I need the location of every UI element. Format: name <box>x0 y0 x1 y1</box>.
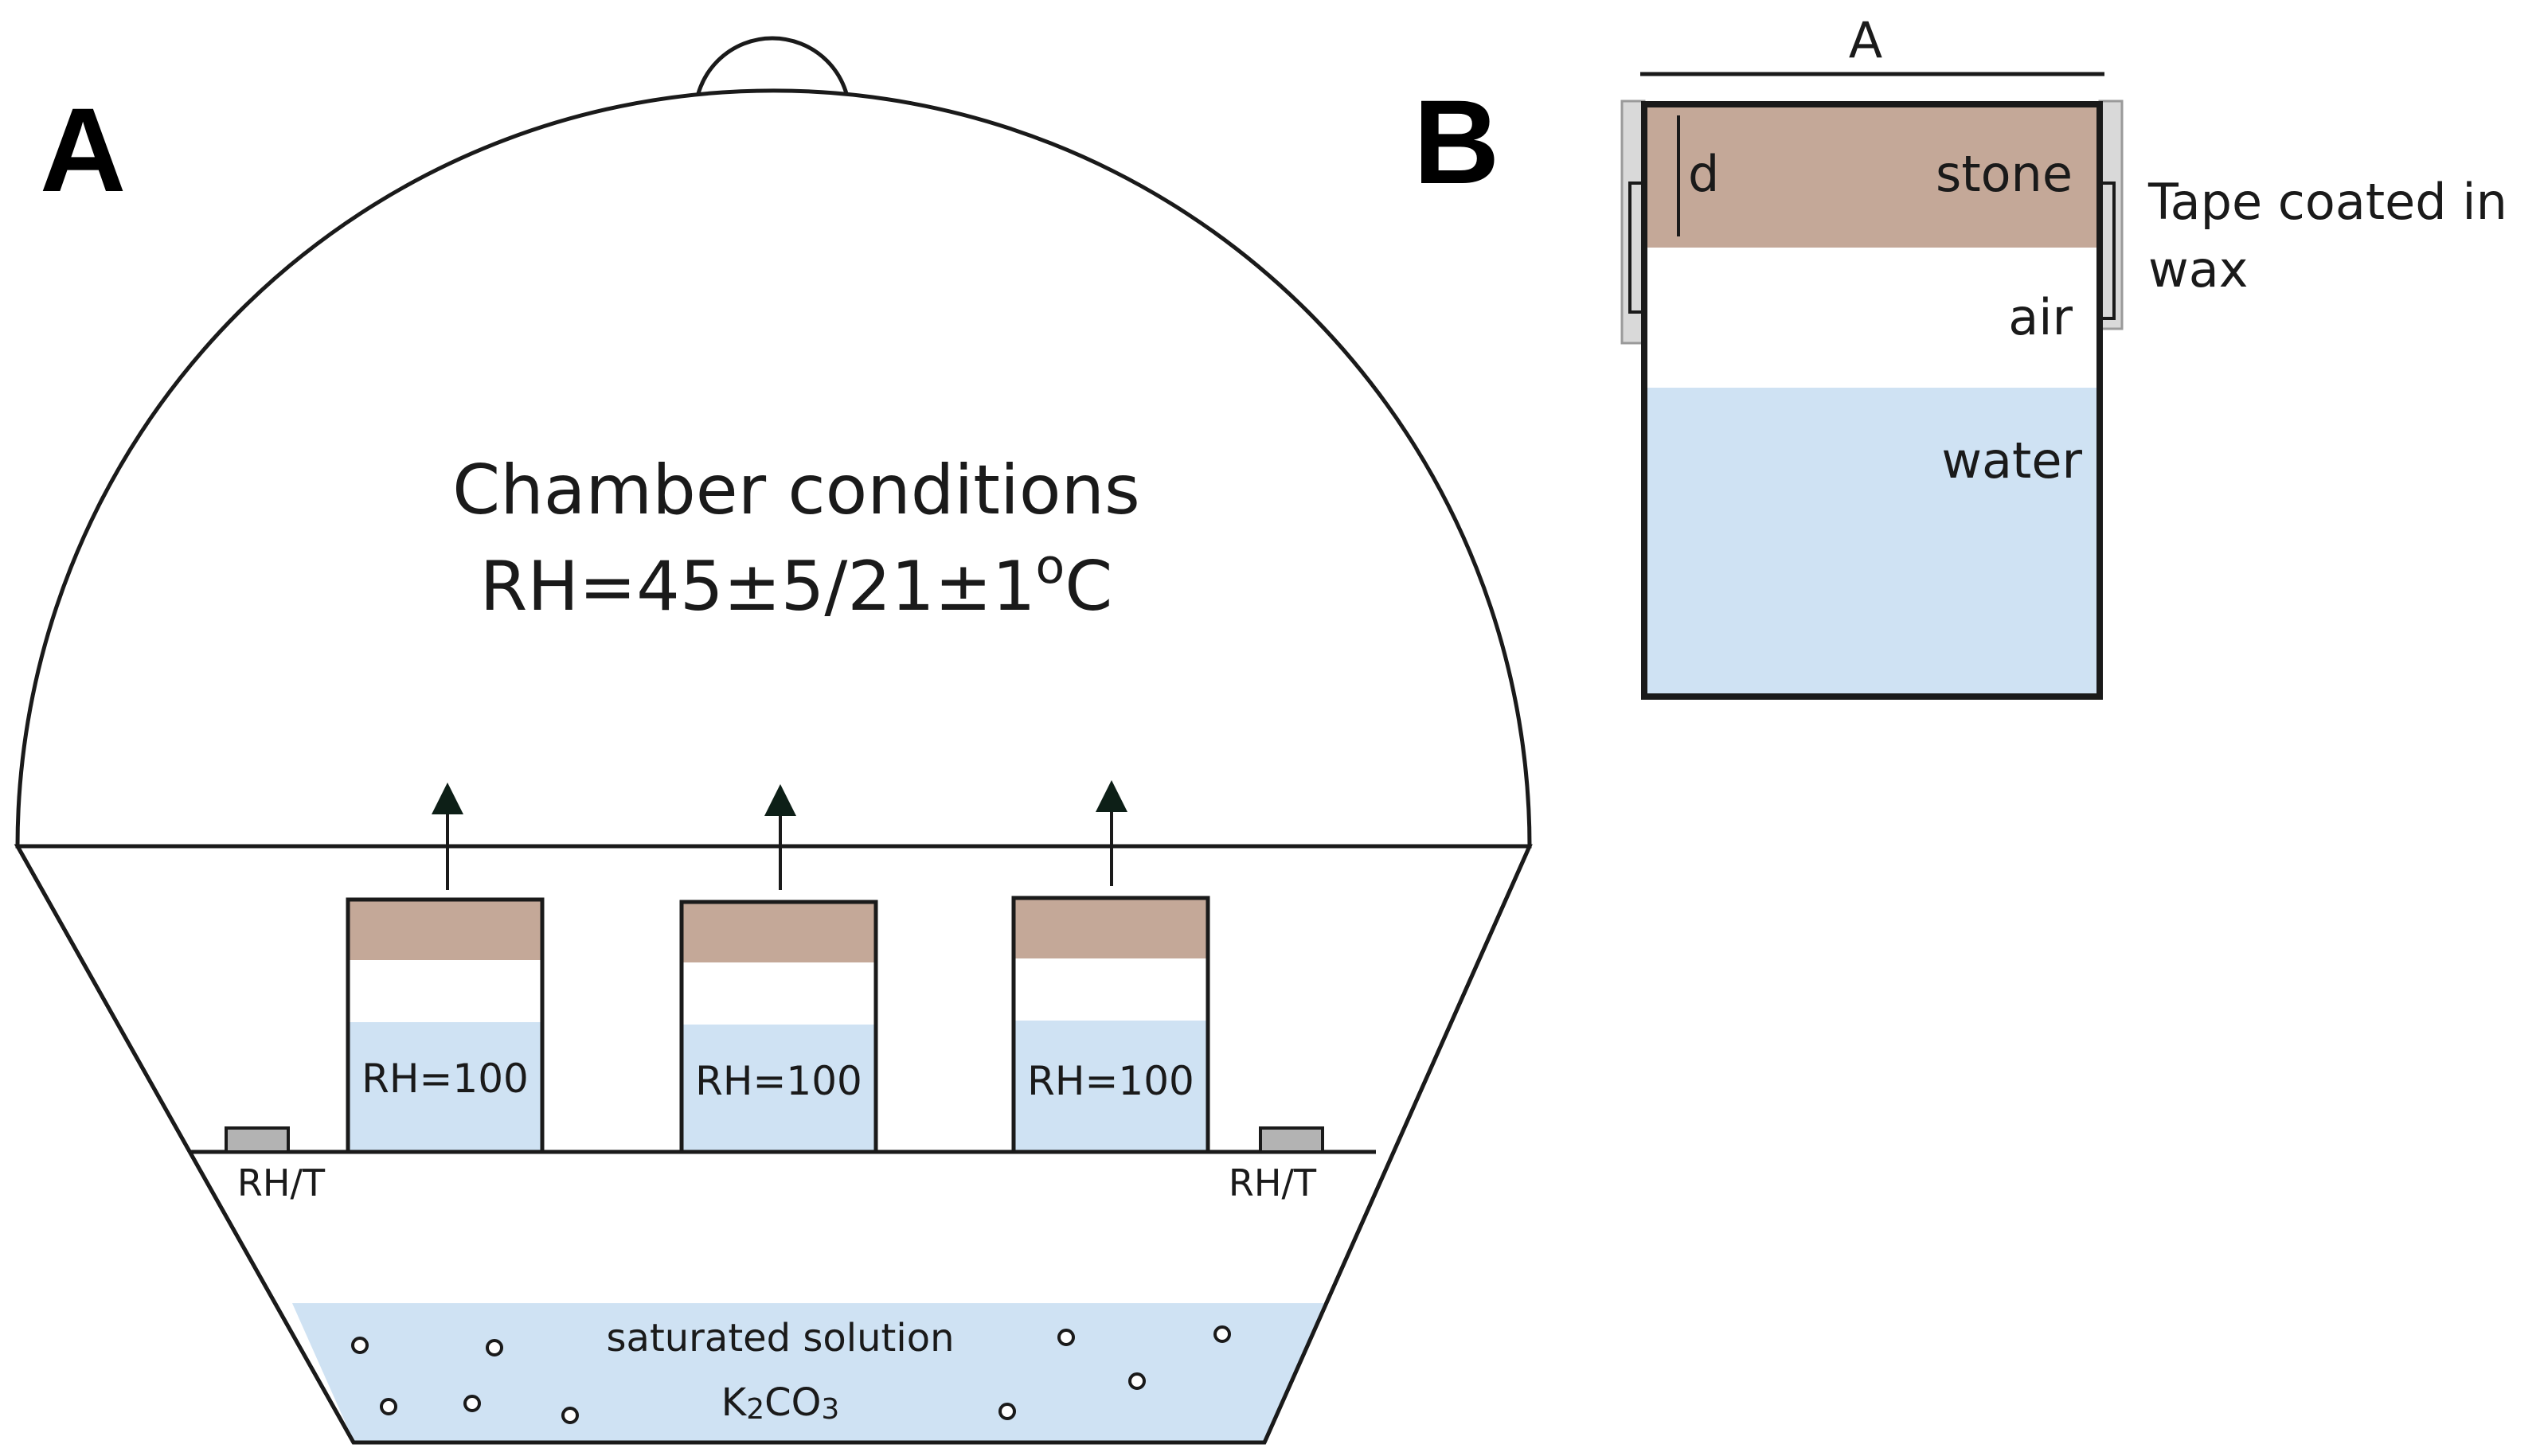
width-label: A <box>1849 11 1882 69</box>
cup-rh-label: RH=100 <box>695 1058 862 1104</box>
base-right-edge <box>1262 845 1532 1444</box>
degree-symbol: o <box>1036 539 1065 595</box>
rh-t-sensor-right <box>1259 1126 1324 1153</box>
container-outline <box>1641 101 2103 700</box>
water-layer <box>1644 388 2100 697</box>
bubble <box>380 1398 397 1415</box>
chamber-dome <box>15 88 1532 849</box>
panel-a: A saturated solution K2CO3 <box>14 36 1533 1445</box>
solution-formula: K2CO3 <box>721 1380 840 1426</box>
cup-water <box>348 1022 542 1152</box>
tape-left <box>1620 100 1646 345</box>
arrow-up-icon <box>764 784 796 816</box>
bubble <box>1057 1329 1075 1346</box>
bubble <box>561 1407 579 1424</box>
solution-bubbles <box>351 1325 1231 1424</box>
cup-outline <box>679 900 878 1154</box>
water-label: water <box>1941 431 2082 490</box>
chamber-conditions: RH=45±5/21±1oC <box>480 539 1113 627</box>
panel-a-label: A <box>40 83 126 217</box>
tape-right <box>2098 100 2124 330</box>
cup-1: RH=100 <box>346 897 545 1154</box>
tape-label-line-2: wax <box>2148 240 2248 299</box>
cup-stone <box>1014 898 1208 958</box>
bubble <box>463 1395 481 1412</box>
arrow-up-icon <box>1096 780 1127 812</box>
cup-2: RH=100 <box>679 900 878 1154</box>
bubble <box>1213 1325 1231 1343</box>
arrow-up-icon <box>432 783 463 814</box>
cup-rh-label: RH=100 <box>361 1056 529 1102</box>
bubble <box>351 1337 369 1354</box>
air-label: air <box>2008 288 2073 346</box>
bubble <box>998 1403 1016 1420</box>
cup-water <box>1014 1021 1208 1152</box>
cup-outline <box>346 897 545 1154</box>
sensor-label-right: RH/T <box>1229 1161 1317 1204</box>
bubble <box>1128 1372 1146 1390</box>
evaporation-arrows <box>432 780 1127 890</box>
cup-stone <box>348 900 542 960</box>
stone-layer <box>1644 104 2100 248</box>
chamber-title: Chamber conditions <box>452 451 1140 530</box>
base-left-edge <box>15 845 356 1444</box>
cup-3: RH=100 <box>1011 896 1210 1154</box>
chamber-rh-value: RH=45±5/21±1 <box>480 547 1036 627</box>
tape-label-line-1: Tape coated in <box>2147 173 2507 231</box>
air-layer <box>1644 248 2100 388</box>
cup-outline <box>1011 896 1210 1154</box>
cup-water <box>682 1025 876 1152</box>
cup-rh-label: RH=100 <box>1027 1058 1194 1104</box>
sensor-label-left: RH/T <box>237 1161 326 1204</box>
stone-label: stone <box>1936 145 2073 203</box>
rh-t-sensor-left <box>225 1126 290 1153</box>
formula-k: K <box>721 1380 748 1425</box>
panel-b-label: B <box>1413 75 1499 209</box>
cup-stone <box>682 902 876 962</box>
formula-co: CO <box>764 1380 821 1425</box>
bubble <box>486 1339 503 1356</box>
formula-sub-3: 3 <box>821 1393 839 1426</box>
depth-label: d <box>1688 145 1719 203</box>
formula-sub-2: 2 <box>746 1393 764 1426</box>
panel-b: B A d stone air water Tape coated in wax <box>1413 11 2507 700</box>
solution-label: saturated solution <box>607 1316 955 1360</box>
temperature-unit: C <box>1065 547 1112 627</box>
